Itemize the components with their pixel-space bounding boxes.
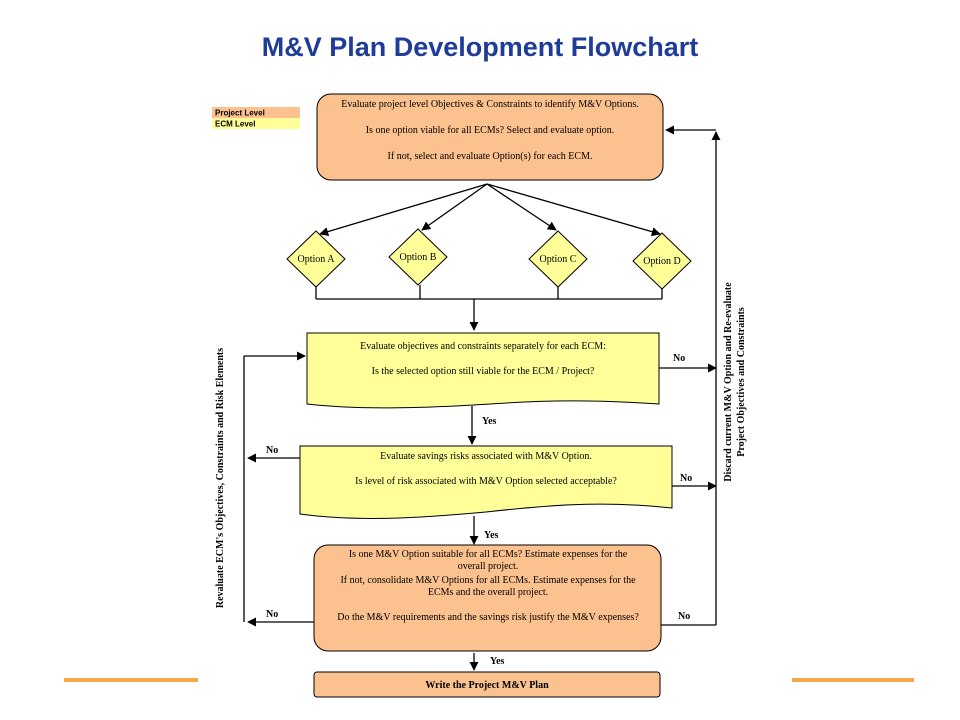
footer-bar-right <box>792 678 914 682</box>
option-b-diamond <box>388 228 448 286</box>
box4-line4: ECMs and the overall project. <box>428 587 548 598</box>
top-box-line3: If not, select and evaluate Option(s) fo… <box>388 151 593 162</box>
right-vertical-label-1: Discard current M&V Option and Re-evalua… <box>723 282 734 482</box>
right-feedback-loop <box>659 125 721 626</box>
box2-line2: Is the selected option still viable for … <box>372 366 595 377</box>
box4-line1: Is one M&V Option suitable for all ECMs?… <box>349 549 628 560</box>
legend: Project Level ECM Level <box>212 107 300 129</box>
option-b-label: Option B <box>400 252 437 263</box>
box3-document <box>299 445 673 519</box>
footer-bar-left <box>64 678 198 682</box>
left-vertical-label: Revaluate ECM's Objectives, Constraints … <box>215 348 226 608</box>
yes-label-2: Yes <box>484 530 499 541</box>
top-box-line2: Is one option viable for all ECMs? Selec… <box>366 125 615 136</box>
box3-line1: Evaluate savings risks associated with M… <box>380 451 592 462</box>
page-title: M&V Plan Development Flowchart <box>261 32 699 62</box>
no-label-right-1: No <box>673 353 685 364</box>
legend-project-swatch <box>212 107 300 118</box>
final-box-label: Write the Project M&V Plan <box>425 680 549 691</box>
option-c-label: Option C <box>540 254 577 265</box>
merge-lines <box>315 285 663 331</box>
no-label-left-2: No <box>266 609 278 620</box>
box4-line2: overall project. <box>458 561 519 572</box>
right-vertical-label-2: Project Objectives and Constraints <box>736 307 747 457</box>
no-label-right-2: No <box>680 473 692 484</box>
box4 <box>313 544 662 652</box>
legend-ecm-swatch <box>212 118 300 129</box>
box4-line3: If not, consolidate M&V Options for all … <box>340 575 636 586</box>
no-label-left-1: No <box>266 445 278 456</box>
option-a-label: Option A <box>298 254 336 265</box>
option-d-label: Option D <box>643 256 681 267</box>
yes-label-3: Yes <box>490 656 505 667</box>
fan-arrows <box>319 183 661 237</box>
final-box <box>313 671 661 698</box>
legend-ecm-label: ECM Level <box>215 120 255 129</box>
box4-line5: Do the M&V requirements and the savings … <box>337 612 639 623</box>
box2-line1: Evaluate objectives and constraints sepa… <box>360 341 606 352</box>
top-box-line1: Evaluate project level Objectives & Cons… <box>341 99 639 110</box>
left-feedback-loop <box>243 351 314 627</box>
no-label-right-3: No <box>678 611 690 622</box>
yes-label-1: Yes <box>482 416 497 427</box>
top-box <box>316 93 664 181</box>
legend-project-label: Project Level <box>215 109 265 118</box>
box3-line2: Is level of risk associated with M&V Opt… <box>355 476 617 487</box>
box2-document <box>306 332 660 409</box>
